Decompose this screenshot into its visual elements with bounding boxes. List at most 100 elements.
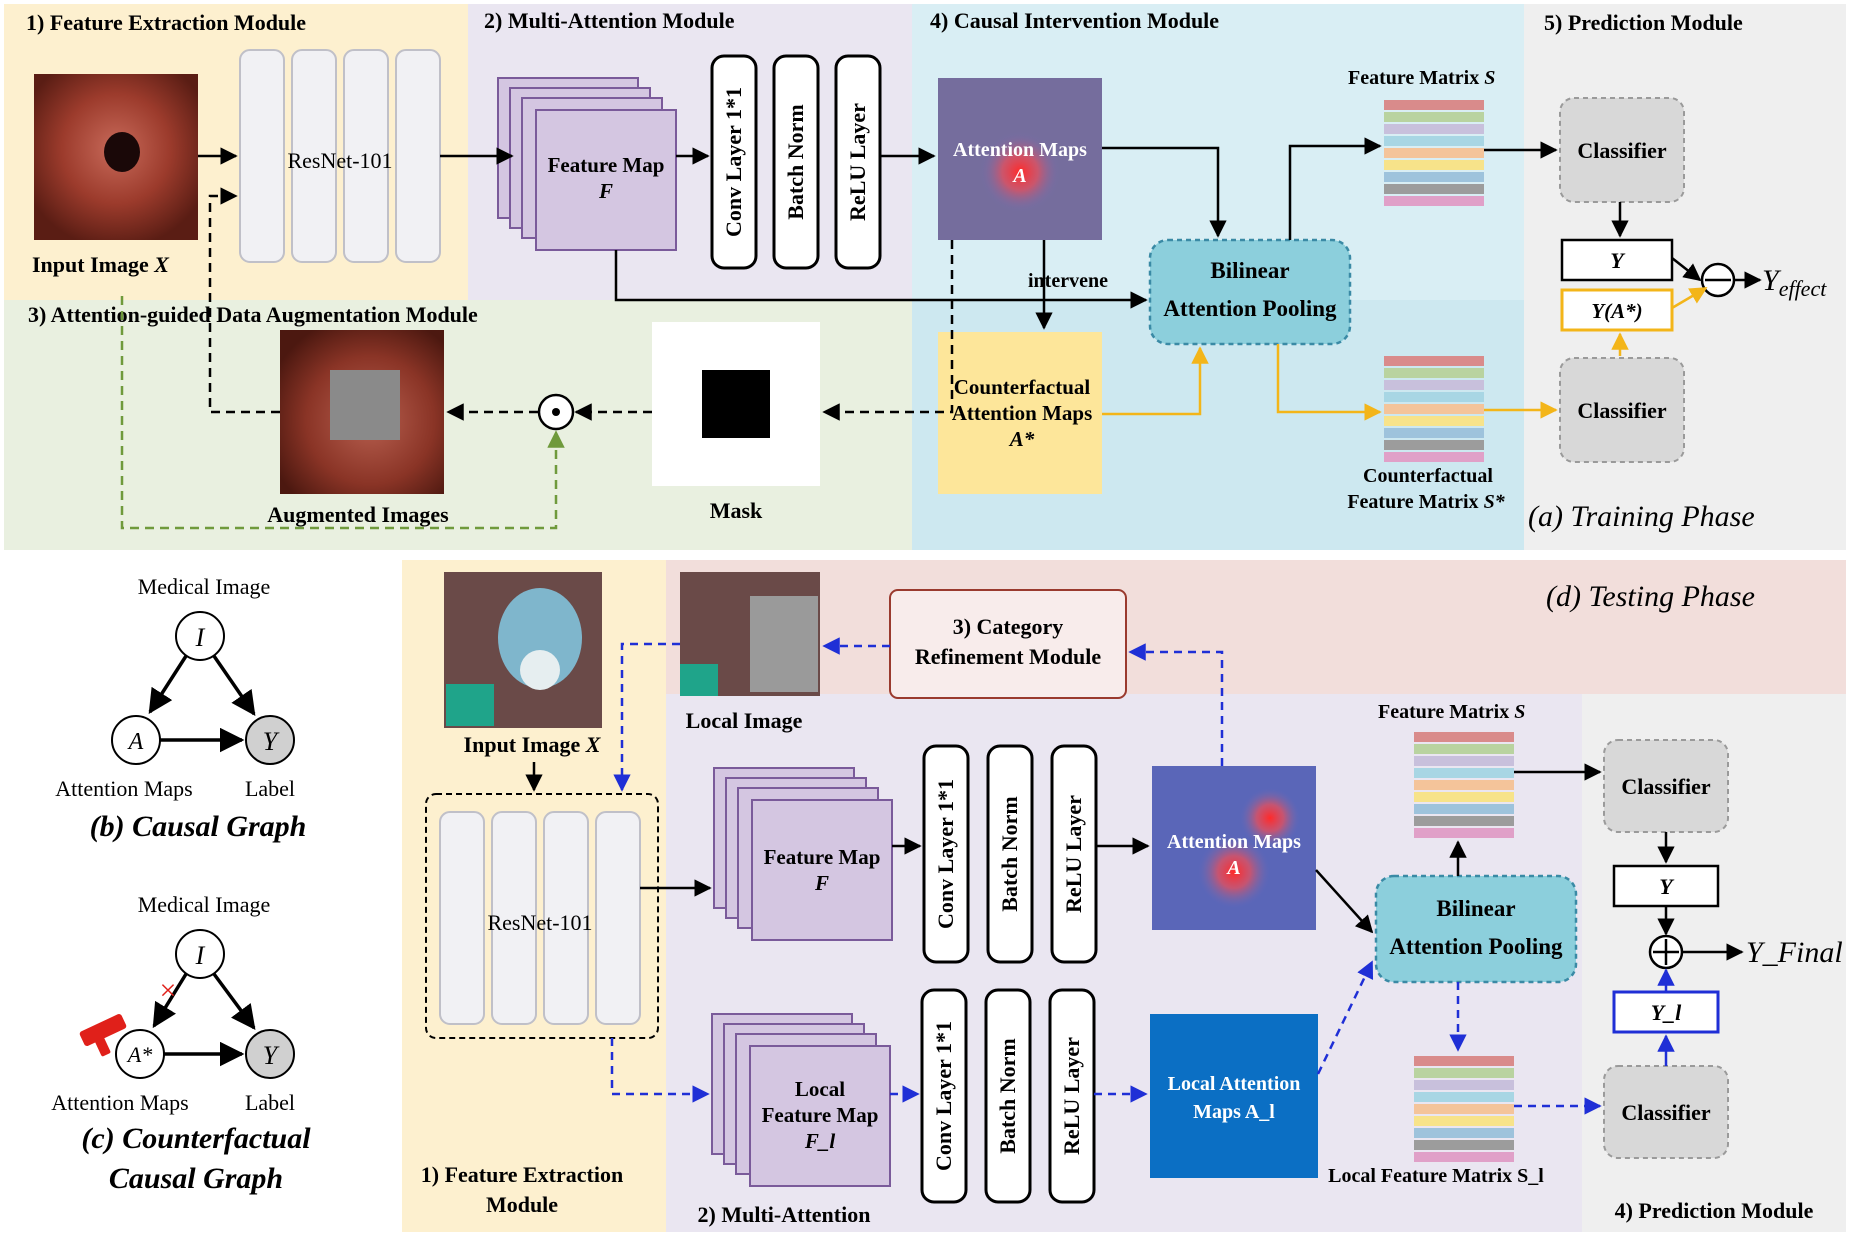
cf-attention-var: A* [1008, 427, 1035, 451]
classifier-cf-label: Classifier [1577, 398, 1666, 423]
c-node-i-label: I [195, 941, 206, 970]
local-image-overlay [680, 664, 718, 696]
test-relu-upper-label: ReLU Layer [1061, 795, 1086, 913]
test-fe-line2: Module [486, 1192, 558, 1217]
test-relu-upper [1050, 744, 1098, 964]
test-resnet-block-1 [439, 811, 485, 1025]
classifier-main-label: Classifier [1577, 138, 1666, 163]
test-attention-maps-var: A [1225, 857, 1240, 879]
test-yl-label: Y_l [1651, 1000, 1682, 1025]
cf-matrix-line2: Feature Matrix S* [1347, 491, 1505, 513]
test-attention-maps-label: Attention Maps [1167, 831, 1301, 853]
b-node-i [175, 611, 225, 661]
test-prediction-title: 4) Prediction Module [1615, 1198, 1814, 1223]
test-bilinear-line2: Attention Pooling [1389, 934, 1563, 959]
cf-matrix-line1: Counterfactual [1363, 465, 1493, 487]
batch-norm-label: Batch Norm [783, 104, 808, 219]
hadamard-dot [552, 408, 560, 416]
test-bn-upper-label: Batch Norm [997, 796, 1022, 911]
c-node-y-label: Y [263, 1041, 280, 1070]
testing-arrows [525, 637, 1744, 1115]
test-input-caption: Input Image X [464, 732, 602, 757]
b-node-a-label: A [127, 729, 144, 755]
local-attention-maps [1150, 1014, 1318, 1178]
b-medical-image: Medical Image [138, 574, 271, 599]
conv-layer [710, 54, 758, 270]
test-classifier-local-label: Classifier [1621, 1100, 1710, 1125]
b-caption: (b) Causal Graph [90, 810, 307, 843]
test-classifier-main [1603, 739, 1729, 833]
conv-label: Conv Layer 1*1 [721, 87, 746, 237]
b-node-y-label: Y [263, 727, 280, 756]
test-feature-matrix [1414, 732, 1514, 838]
test-yl-box [1612, 990, 1720, 1034]
test-attention-hotspot [1240, 788, 1300, 848]
cf-attention-line2: Attention Maps [952, 401, 1093, 425]
local-image-patch [750, 596, 818, 692]
resnet-block-4 [395, 49, 441, 263]
y-label: Y [1610, 248, 1626, 273]
feature-map-var: F [598, 179, 613, 203]
refine-line1: 3) Category [953, 614, 1064, 639]
c-edges [152, 972, 256, 1067]
classifier-counterfactual [1559, 357, 1685, 463]
c-label: Label [245, 1090, 295, 1115]
classifier-main [1559, 97, 1685, 203]
test-input-overlay [446, 684, 494, 726]
refine-line2: Refinement Module [915, 644, 1102, 669]
feature-map-label: Feature Map [548, 153, 665, 177]
intervene-label: intervene [1028, 270, 1108, 292]
test-bn-lower-label: Batch Norm [995, 1038, 1020, 1153]
test-resnet-block-3 [543, 811, 589, 1025]
test-resnet-block-4 [595, 811, 641, 1025]
y-astar-label: Y(A*) [1591, 299, 1642, 323]
hammer-icon [79, 1014, 127, 1057]
input-image-caption: Input Image X [32, 252, 170, 277]
c-node-a-label: A* [126, 1042, 152, 1067]
relu-label: ReLU Layer [845, 103, 870, 221]
resnet-label: ResNet-101 [287, 148, 392, 173]
c-caption-line1: (c) Counterfactual [81, 1122, 311, 1155]
test-feature-map-var: F [814, 871, 829, 895]
c-medical-image: Medical Image [138, 892, 271, 917]
testing-phase-label: (d) Testing Phase [1546, 580, 1755, 613]
local-fm-line2: Feature Map [762, 1103, 879, 1127]
relu-layer [834, 54, 882, 270]
test-y-label: Y [1659, 874, 1675, 899]
bilinear-line1: Bilinear [1210, 258, 1289, 283]
test-conv-lower-label: Conv Layer 1*1 [931, 1021, 956, 1171]
b-node-i-label: I [195, 623, 206, 652]
resnet-block-2 [291, 49, 337, 263]
resnet-block-3 [343, 49, 389, 263]
local-fm-line1: Local [795, 1077, 845, 1101]
test-input-lesion [498, 588, 582, 688]
counterfactual-feature-matrix [1384, 356, 1484, 462]
c-attention-maps: Attention Maps [51, 1090, 189, 1115]
test-resnet-group [425, 793, 659, 1039]
b-node-y [245, 715, 295, 765]
attention-hotspot [980, 132, 1060, 212]
test-attention-hotspot [1198, 836, 1270, 908]
augmentation-title: 3) Attention-guided Data Augmentation Mo… [28, 302, 478, 327]
test-bn-upper [986, 744, 1034, 964]
resnet-block-1 [239, 49, 285, 263]
training-phase-label: (a) Training Phase [1528, 500, 1755, 533]
local-feature-matrix-label: Local Feature Matrix S_l [1328, 1165, 1544, 1187]
b-attention-maps: Attention Maps [55, 776, 193, 801]
training-arrows [120, 137, 1762, 530]
feature-matrix [1384, 100, 1484, 206]
test-feature-map-label: Feature Map [764, 845, 881, 869]
causal-intervention-title: 4) Causal Intervention Module [930, 8, 1219, 33]
local-att-line1: Local Attention [1168, 1073, 1301, 1095]
attention-maps-label: Attention Maps [953, 139, 1087, 161]
local-feature-matrix [1414, 1056, 1514, 1162]
test-feature-matrix-label: Feature Matrix S [1378, 701, 1525, 723]
bilinear-pooling [1148, 238, 1352, 346]
test-conv-lower [920, 988, 968, 1204]
batch-norm [772, 54, 820, 270]
test-resnet-block-2 [491, 811, 537, 1025]
test-input-lesion-core [520, 650, 560, 690]
test-conv-upper-label: Conv Layer 1*1 [933, 779, 958, 929]
cf-attention-line1: Counterfactual [954, 375, 1091, 399]
